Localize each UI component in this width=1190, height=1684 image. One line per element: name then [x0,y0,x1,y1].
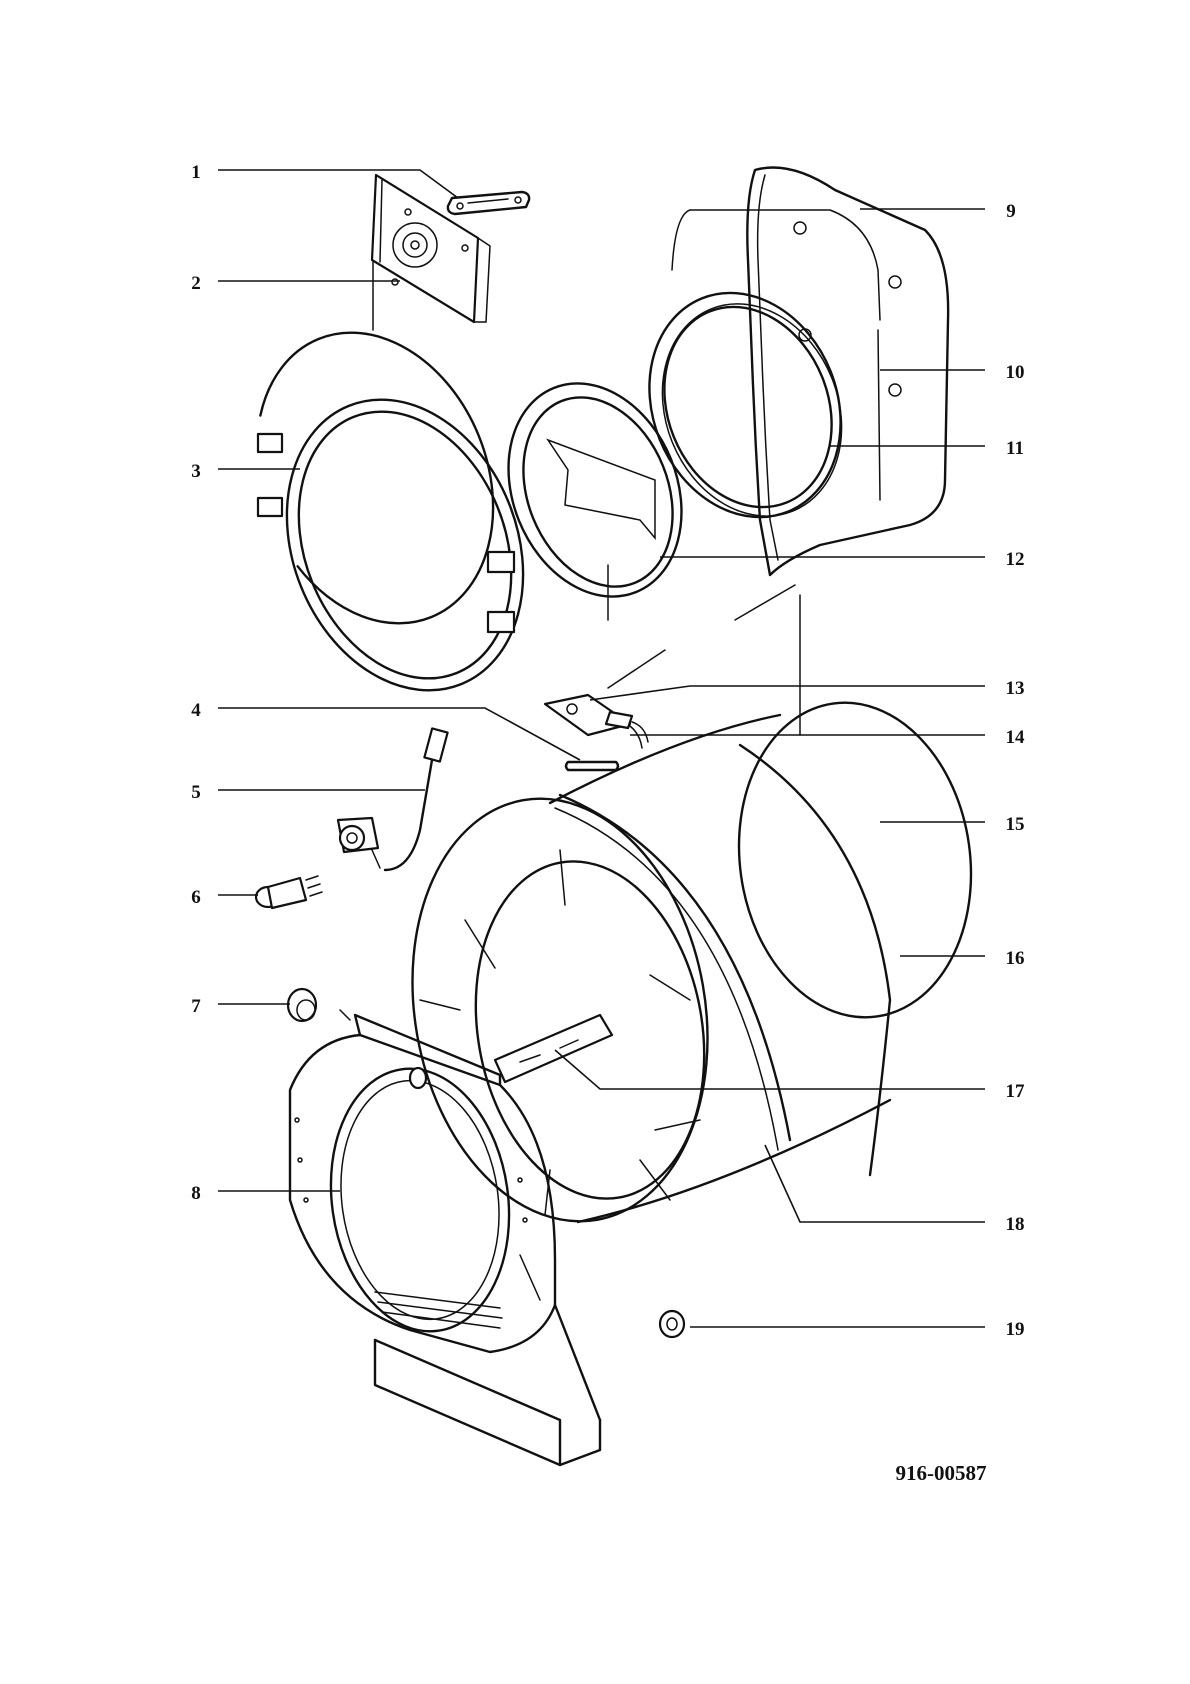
leader-lines [218,169,985,1328]
callout-label-1: 1 [191,162,201,183]
part-5-thermostat [336,727,449,872]
part-11-gasket [648,291,843,519]
leader-1 [218,169,459,199]
part-4-clip [564,760,620,772]
document-code: 916-00587 [896,1461,987,1485]
part-12-inner-ring [507,382,683,621]
part-19-screw [658,1309,686,1339]
part-14-sensor [604,710,649,749]
callout-label-9: 9 [1006,201,1016,222]
part-8-front-panel [288,1009,602,1467]
callout-label-3: 3 [191,461,201,482]
callout-label-19: 19 [1006,1319,1025,1340]
part-6-bolt [254,875,323,910]
callout-label-11: 11 [1006,438,1024,459]
callout-label-7: 7 [191,996,201,1017]
callout-label-6: 6 [191,887,201,908]
callout-label-13: 13 [1006,678,1025,699]
callout-label-10: 10 [1006,362,1025,383]
part-1-slotted-bracket [446,190,531,216]
part-15-drum [411,701,973,1224]
leader-4 [218,707,581,761]
leader-18 [764,1144,985,1223]
callout-label-8: 8 [191,1183,201,1204]
part-7-grommet [286,987,318,1023]
leader-13 [589,685,985,701]
part-2-hinge-plate [370,173,491,331]
callout-label-15: 15 [1006,814,1025,835]
part-9-back-panel [607,166,950,736]
callout-labels: 1 2 3 4 5 6 7 8 9 10 11 12 13 14 15 16 1… [191,162,1025,1340]
callout-label-16: 16 [1006,948,1025,969]
leader-17 [554,1049,985,1090]
callout-label-17: 17 [1006,1081,1026,1102]
callout-label-2: 2 [191,273,201,294]
callout-label-18: 18 [1006,1214,1025,1235]
callout-label-5: 5 [191,782,201,803]
callout-label-4: 4 [191,700,201,721]
callout-label-14: 14 [1006,727,1026,748]
callout-label-12: 12 [1006,549,1025,570]
part-3-door-ring [255,331,525,692]
